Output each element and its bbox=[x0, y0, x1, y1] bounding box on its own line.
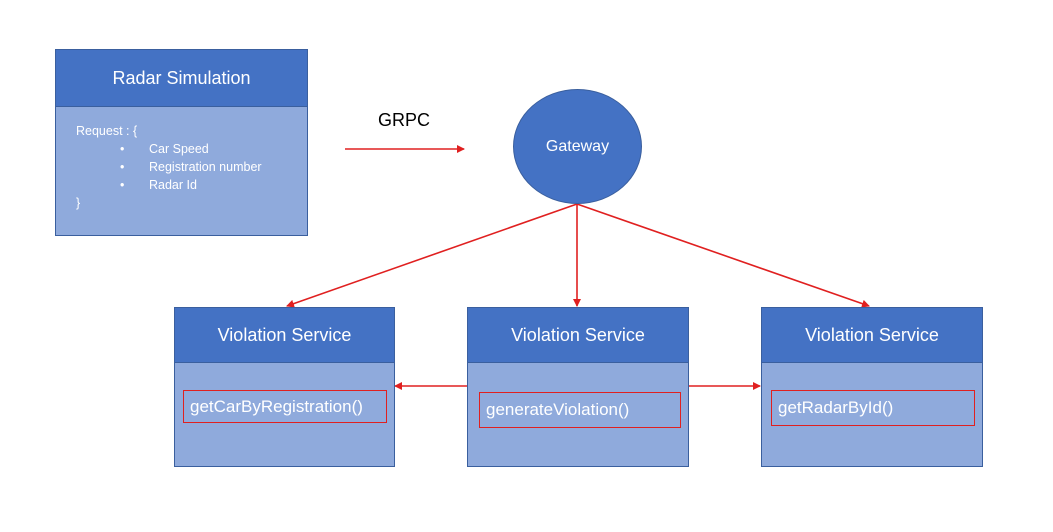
bullet-icon: • bbox=[120, 142, 125, 156]
violation-service-title: Violation Service bbox=[762, 308, 982, 363]
request-field-row: • Registration number bbox=[76, 158, 262, 176]
bullet-icon: • bbox=[120, 178, 125, 192]
radar-simulation-node: Radar Simulation Request : { • Car Speed… bbox=[55, 49, 308, 236]
violation-service-left: Violation Service getCarByRegistration() bbox=[174, 307, 395, 467]
request-field-row: • Car Speed bbox=[76, 140, 262, 158]
method-get-radar-by-id: getRadarById() bbox=[771, 390, 975, 426]
request-body: Request : { • Car Speed • Registration n… bbox=[76, 122, 262, 212]
arrow-gateway-to-service-right bbox=[576, 203, 870, 308]
method-get-car-by-registration: getCarByRegistration() bbox=[183, 390, 387, 423]
request-open: Request : { bbox=[76, 124, 138, 138]
method-generate-violation: generateViolation() bbox=[479, 392, 681, 428]
request-field-row: • Radar Id bbox=[76, 176, 262, 194]
violation-service-title: Violation Service bbox=[468, 308, 688, 363]
request-field: Radar Id bbox=[149, 178, 197, 192]
arrow-gateway-to-service-left bbox=[286, 203, 578, 308]
request-field: Registration number bbox=[149, 160, 262, 174]
request-field: Car Speed bbox=[149, 142, 209, 156]
violation-service-center: Violation Service generateViolation() bbox=[467, 307, 689, 467]
gateway-node: Gateway bbox=[513, 89, 642, 204]
request-close: } bbox=[76, 196, 81, 210]
violation-service-title: Violation Service bbox=[175, 308, 394, 363]
violation-service-right: Violation Service getRadarById() bbox=[761, 307, 983, 467]
bullet-icon: • bbox=[120, 160, 125, 174]
grpc-label: GRPC bbox=[378, 110, 431, 130]
radar-simulation-title: Radar Simulation bbox=[56, 50, 307, 107]
